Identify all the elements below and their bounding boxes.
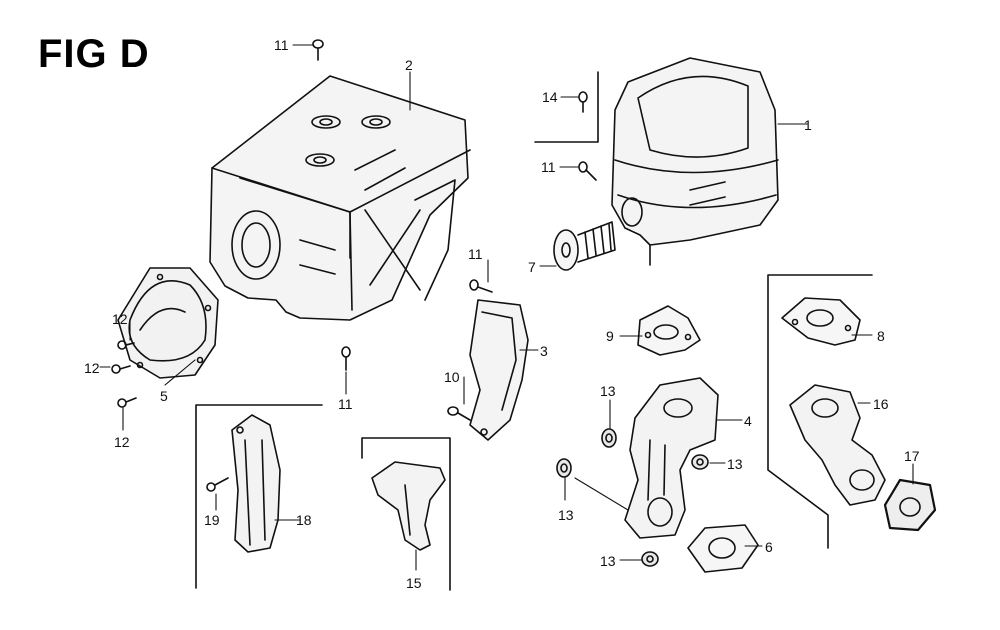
label-part-11-top: 11 xyxy=(274,37,289,53)
label-part-5: 5 xyxy=(160,388,168,404)
label-part-11-guard: 11 xyxy=(468,246,483,262)
figure-title: FIG D xyxy=(38,32,150,76)
group-bracket-14 xyxy=(534,71,599,143)
bolt-part-12-c xyxy=(117,397,137,408)
group-bracket-15 xyxy=(361,437,451,591)
label-part-11-lower: 11 xyxy=(338,396,353,412)
label-part-13-a: 13 xyxy=(600,383,616,399)
label-part-13-c: 13 xyxy=(727,456,743,472)
group-bracket-18-19 xyxy=(195,404,323,589)
label-part-16: 16 xyxy=(873,396,889,412)
nut-part-13-a xyxy=(601,428,617,448)
bolt-part-11-guard xyxy=(469,279,493,293)
label-part-7: 7 xyxy=(528,259,536,275)
muffler-cover-part-1 xyxy=(611,57,779,266)
bolt-part-14 xyxy=(578,91,588,113)
label-part-13-b: 13 xyxy=(558,507,574,523)
label-part-12-c: 12 xyxy=(114,434,130,450)
label-part-17: 17 xyxy=(904,448,920,464)
bolt-part-11-top xyxy=(312,39,324,61)
label-part-11-muffler: 11 xyxy=(541,159,556,175)
leader-lines xyxy=(99,44,914,571)
label-part-2: 2 xyxy=(405,57,413,73)
bracket-part-18 xyxy=(231,414,281,553)
label-part-14: 14 xyxy=(542,89,558,105)
exhaust-manifold-part-4 xyxy=(624,377,719,539)
group-bracket-8-16-17 xyxy=(767,274,873,549)
bolt-part-11-muffler xyxy=(578,161,597,181)
muffler-screen-part-7 xyxy=(553,221,616,271)
label-part-10: 10 xyxy=(444,369,460,385)
bolt-part-10 xyxy=(447,406,471,421)
guard-plate-part-3 xyxy=(469,299,529,441)
label-part-13-d: 13 xyxy=(600,553,616,569)
starter-cup-part-5 xyxy=(117,267,219,379)
bolt-part-12-b xyxy=(111,364,131,374)
label-part-8: 8 xyxy=(877,328,885,344)
nut-part-13-b xyxy=(556,458,572,478)
bracket-part-15 xyxy=(371,461,446,551)
label-part-18: 18 xyxy=(296,512,312,528)
label-part-4: 4 xyxy=(744,413,752,429)
flange-gasket-part-17 xyxy=(883,478,937,532)
label-part-9: 9 xyxy=(606,328,614,344)
gasket-part-9 xyxy=(637,305,701,356)
bolt-part-12-a xyxy=(117,340,135,350)
nut-part-13-c xyxy=(691,454,709,470)
elbow-manifold-part-16 xyxy=(789,384,886,506)
bolt-part-11-lower xyxy=(341,346,351,371)
label-part-1: 1 xyxy=(804,117,812,133)
bolt-part-19 xyxy=(206,477,229,492)
label-part-6: 6 xyxy=(765,539,773,555)
label-part-12-b: 12 xyxy=(84,360,100,376)
label-part-19: 19 xyxy=(204,512,220,528)
nut-part-13-d xyxy=(641,551,659,567)
label-part-3: 3 xyxy=(540,343,548,359)
label-part-15: 15 xyxy=(406,575,422,591)
gasket-part-6 xyxy=(687,524,759,573)
cylinder-shroud-part-2 xyxy=(209,75,471,321)
label-part-12-a: 12 xyxy=(112,311,128,327)
gasket-part-8 xyxy=(781,297,861,346)
